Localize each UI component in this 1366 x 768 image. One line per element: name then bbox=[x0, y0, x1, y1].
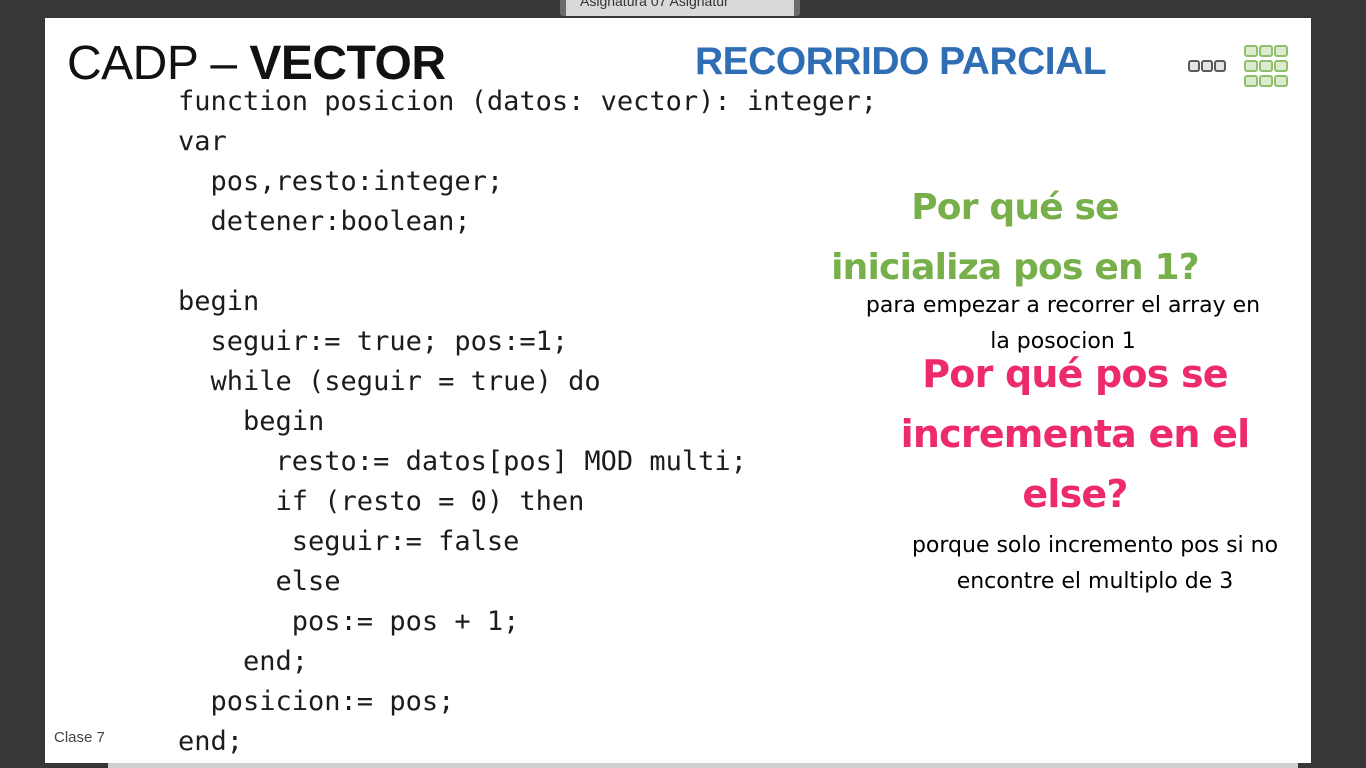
code-line: else bbox=[178, 566, 341, 597]
question-init-pos: Por qué se inicializa pos en 1? bbox=[815, 178, 1215, 298]
code-line: begin bbox=[178, 406, 325, 437]
section-title: RECORRIDO PARCIAL bbox=[695, 40, 1107, 83]
answer-init-pos: para empezar a recorrer el array en la p… bbox=[825, 288, 1301, 360]
code-line: while (seguir = true) do bbox=[178, 366, 601, 397]
answer-increment-pos: porque solo incremento pos si no encontr… bbox=[845, 528, 1345, 600]
code-line: pos:= pos + 1; bbox=[178, 606, 520, 637]
presentation-slide: CADP – VECTOR RECORRIDO PARCIAL function… bbox=[45, 18, 1311, 763]
code-line: end; bbox=[178, 726, 244, 757]
answer-line: encontre el multiplo de 3 bbox=[956, 569, 1234, 594]
code-line: posicion:= pos; bbox=[178, 686, 455, 717]
question-line: else? bbox=[1022, 472, 1128, 516]
slide-title: CADP – VECTOR bbox=[67, 36, 446, 91]
question-line: incrementa en el bbox=[900, 412, 1250, 456]
code-line: function posicion (datos: vector): integ… bbox=[178, 86, 877, 117]
code-line: ​ bbox=[178, 242, 877, 282]
code-line: seguir:= true; pos:=1; bbox=[178, 326, 569, 357]
window-tab-label: Asignatura 07 Asignatur bbox=[580, 0, 729, 9]
code-line: var bbox=[178, 126, 227, 157]
answer-line: la posocion 1 bbox=[990, 329, 1136, 354]
window-tab[interactable]: Asignatura 07 Asignatur bbox=[560, 0, 800, 16]
slide-grid-logo-icon bbox=[1188, 45, 1288, 87]
code-line: if (resto = 0) then bbox=[178, 486, 585, 517]
question-line: Por qué pos se bbox=[922, 352, 1228, 396]
answer-line: porque solo incremento pos si no bbox=[911, 533, 1279, 558]
code-line: begin bbox=[178, 286, 260, 317]
code-line: end; bbox=[178, 646, 309, 677]
bottom-strip bbox=[108, 763, 1298, 768]
code-line: detener:boolean; bbox=[178, 206, 471, 237]
question-increment-pos: Por qué pos se incrementa en el else? bbox=[885, 344, 1265, 524]
slide-title-prefix: CADP – bbox=[67, 37, 250, 90]
answer-line: para empezar a recorrer el array en bbox=[865, 293, 1261, 318]
code-block: function posicion (datos: vector): integ… bbox=[178, 82, 877, 762]
slide-footer: Clase 7 bbox=[54, 729, 105, 746]
question-line: inicializa pos en 1? bbox=[831, 247, 1200, 288]
question-line: Por qué se bbox=[911, 187, 1119, 228]
code-line: resto:= datos[pos] MOD multi; bbox=[178, 446, 747, 477]
code-line: seguir:= false bbox=[178, 526, 520, 557]
slide-title-bold: VECTOR bbox=[249, 37, 446, 90]
code-line: pos,resto:integer; bbox=[178, 166, 504, 197]
